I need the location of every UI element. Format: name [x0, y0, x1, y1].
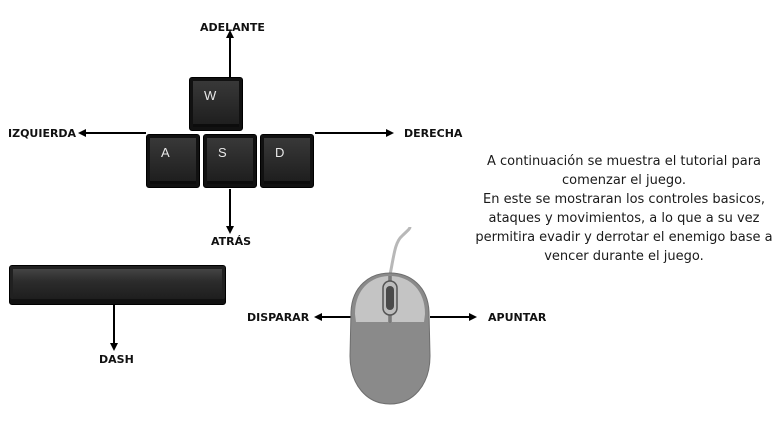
label-back: ATRÁS: [211, 235, 252, 248]
key-s-label: S: [218, 145, 227, 160]
key-d-label: D: [275, 145, 285, 160]
key-a-label: A: [161, 145, 170, 160]
label-shoot: DISPARAR: [247, 311, 310, 324]
key-d: D: [260, 134, 314, 188]
spacebar-icon: [9, 265, 226, 305]
tutorial-description: A continuación se muestra el tutorial pa…: [474, 152, 774, 266]
key-w: W: [189, 77, 243, 131]
key-w-label: W: [204, 88, 217, 103]
label-aim: APUNTAR: [488, 311, 547, 324]
label-dash: DASH: [99, 353, 134, 366]
key-s: S: [203, 134, 257, 188]
tutorial-intro-text: A continuación se muestra el tutorial pa…: [486, 154, 762, 188]
mouse-icon: [349, 226, 431, 405]
label-left: IZQUIERDA: [8, 127, 77, 140]
tutorial-detail-text: En este se mostraran los controles basic…: [475, 192, 773, 264]
label-forward: ADELANTE: [200, 21, 265, 34]
label-right: DERECHA: [404, 127, 463, 140]
key-a: A: [146, 134, 200, 188]
